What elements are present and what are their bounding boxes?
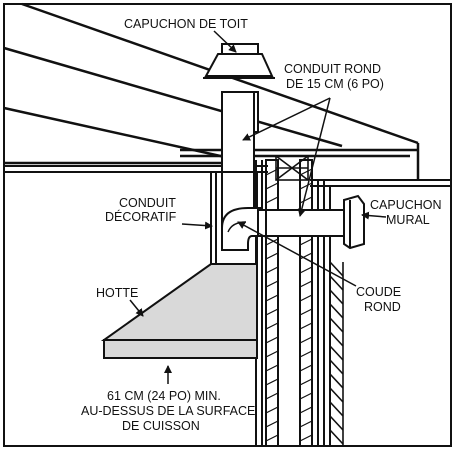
label-wall-cap-line1: CAPUCHON — [370, 198, 442, 212]
label-wall-cap-line2: MURAL — [386, 213, 430, 227]
hood-leader — [129, 299, 144, 317]
label-round-duct-line1: CONDUIT ROND — [284, 62, 381, 76]
roof-cap-leader — [213, 30, 237, 53]
label-decorative-duct-line2: DÉCORATIF — [105, 209, 177, 224]
elbow-leader — [237, 221, 357, 287]
label-elbow-line2: ROND — [364, 300, 401, 314]
label-clearance-line3: DE CUISSON — [122, 419, 200, 433]
label-hood: HOTTE — [96, 286, 138, 300]
range-hood — [100, 263, 258, 359]
exterior-wall — [265, 159, 313, 447]
wall-cap — [343, 194, 365, 250]
round-duct-leader-b — [297, 97, 331, 217]
label-clearance-line1: 61 CM (24 PO) MIN. — [107, 389, 221, 403]
wall-cap-leader — [361, 211, 387, 220]
wall-top-plate — [275, 155, 309, 181]
leader-lines — [129, 30, 387, 384]
decorative-duct-leader — [181, 221, 213, 230]
label-elbow-line1: COUDE — [356, 285, 401, 299]
label-roof-cap: CAPUCHON DE TOIT — [124, 17, 248, 31]
round-duct-leader-a — [242, 97, 331, 141]
label-round-duct-line2: DE 15 CM (6 PO) — [286, 77, 384, 91]
diagram-frame — [3, 3, 452, 447]
label-decorative-duct-line1: CONDUIT — [119, 196, 176, 210]
label-clearance-line2: AU-DESSUS DE LA SURFACE — [81, 404, 255, 418]
